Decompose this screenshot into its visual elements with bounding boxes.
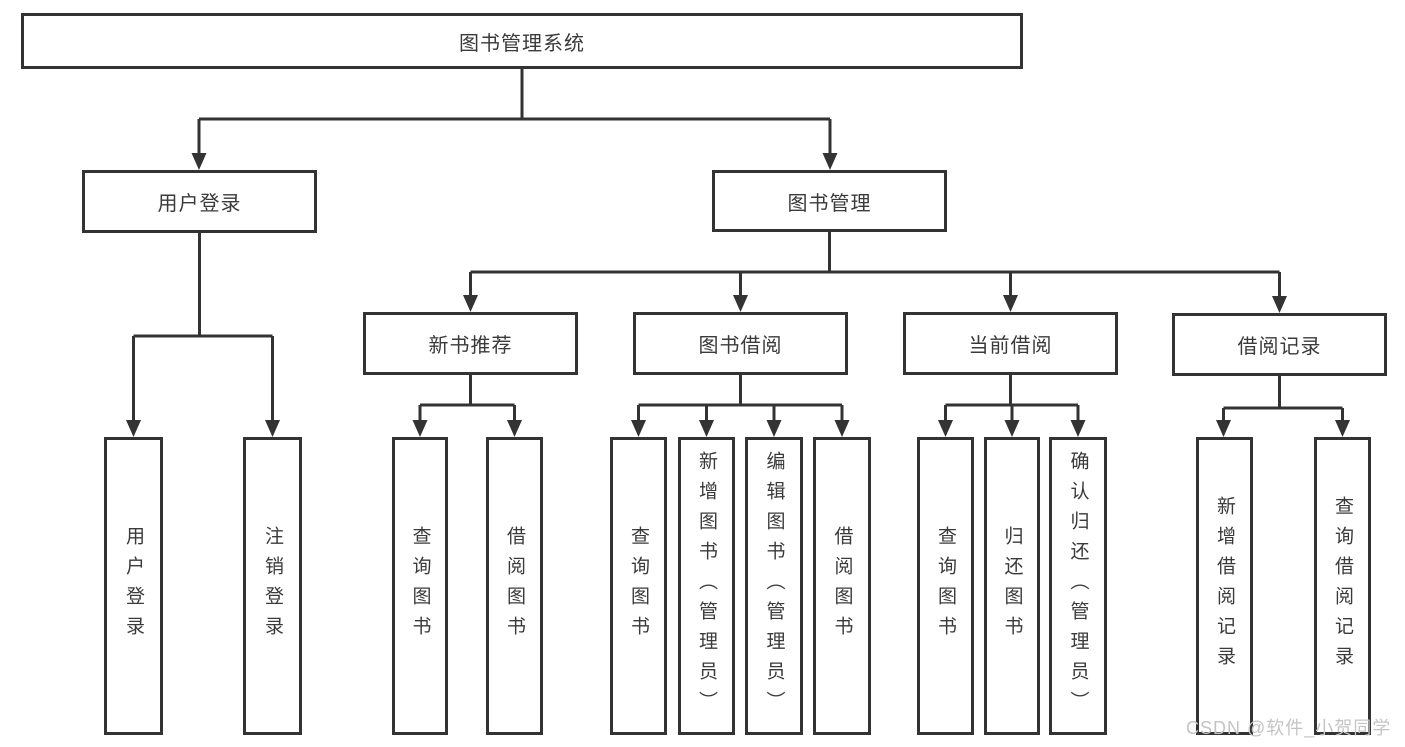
leaf-label: 借阅图书	[831, 526, 853, 646]
node-label: 用户登录	[157, 193, 242, 215]
node-book-borrowing: 图书借阅	[633, 312, 848, 375]
connector-lines	[133, 69, 1343, 410]
node-label: 图书借阅	[698, 335, 783, 357]
leaf-label: 查询图书	[409, 526, 431, 646]
leaf-current-confirm-return-admin: 确认归还（管理员）	[1049, 437, 1107, 735]
node-new-book-recommendation: 新书推荐	[363, 312, 578, 375]
node-library-management-system: 图书管理系统	[21, 13, 1023, 69]
leaf-logout: 注销登录	[243, 437, 302, 735]
node-borrowing-records: 借阅记录	[1172, 313, 1387, 376]
leaf-borrow-borrow-book: 借阅图书	[813, 437, 871, 735]
node-label: 图书管理	[787, 192, 872, 215]
leaf-current-query-book: 查询图书	[917, 437, 974, 735]
leaf-current-return-book: 归还图书	[984, 437, 1040, 735]
node-label: 当前借阅	[968, 335, 1053, 357]
node-label: 图书管理系统	[459, 32, 585, 55]
leaf-user-login: 用户登录	[104, 437, 163, 735]
leaf-borrow-query-book: 查询图书	[610, 437, 667, 735]
node-book-management: 图书管理	[712, 170, 947, 232]
leaf-label: 新增借阅记录	[1214, 496, 1235, 676]
leaf-label: 查询图书	[935, 526, 956, 646]
csdn-watermark: CSDN @软件_小贺同学	[1186, 718, 1392, 738]
leaf-newbook-borrow-book: 借阅图书	[486, 437, 543, 735]
leaf-record-query-borrow-record: 查询借阅记录	[1314, 437, 1371, 735]
arrow-stems	[132, 119, 1344, 424]
leaf-label: 注销登录	[262, 526, 283, 646]
leaf-label: 编辑图书（管理员）	[763, 451, 785, 721]
leaf-label: 归还图书	[1001, 526, 1023, 646]
leaf-record-add-borrow-record: 新增借阅记录	[1196, 437, 1253, 735]
leaf-label: 确认归还（管理员）	[1067, 451, 1089, 721]
arrowheads	[126, 153, 1350, 437]
leaf-borrow-add-book-admin: 新增图书（管理员）	[678, 437, 735, 735]
node-label: 新书推荐	[428, 335, 513, 357]
leaf-label: 用户登录	[123, 526, 144, 646]
node-label: 借阅记录	[1237, 336, 1322, 358]
leaf-label: 新增图书（管理员）	[696, 451, 717, 721]
leaf-newbook-query-book: 查询图书	[392, 437, 448, 735]
leaf-borrow-edit-book-admin: 编辑图书（管理员）	[745, 437, 803, 735]
leaf-label: 查询图书	[628, 526, 649, 646]
node-user-login: 用户登录	[82, 170, 317, 233]
node-current-borrowing: 当前借阅	[903, 312, 1118, 375]
leaf-label: 查询借阅记录	[1332, 496, 1353, 676]
leaf-label: 借阅图书	[504, 526, 525, 646]
